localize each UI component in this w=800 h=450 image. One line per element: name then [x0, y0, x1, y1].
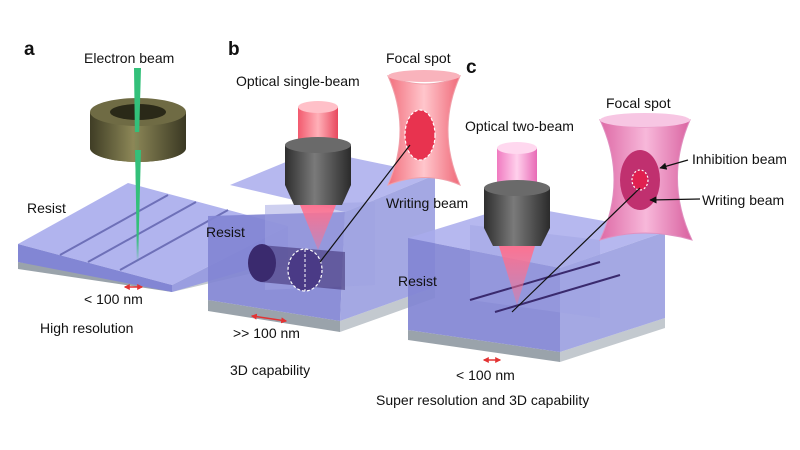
writing-pointer	[649, 196, 701, 204]
dimension-arrow-b	[250, 313, 288, 324]
resist-label-a: Resist	[27, 200, 66, 216]
focal-spot-b	[387, 70, 462, 186]
focal-spot-label-c: Focal spot	[606, 95, 671, 111]
resist-label-b: Resist	[206, 224, 245, 240]
trench-a-1	[59, 194, 169, 256]
focal-spot-label-b: Focal spot	[386, 50, 451, 66]
optical-two-beam-label: Optical two-beam	[465, 118, 574, 134]
trench-c-1	[469, 261, 601, 301]
panel-a-letter: a	[24, 39, 35, 60]
inhibition-pointer	[659, 159, 689, 170]
optical-lens-c	[484, 142, 550, 305]
writing-beam-label-b: Writing beam	[386, 195, 469, 211]
focal-spot-c	[599, 113, 693, 241]
electron-lens-front	[90, 118, 186, 162]
substrate-c-right	[560, 318, 665, 362]
pointer-b	[319, 144, 411, 263]
panel-b	[208, 70, 462, 332]
dimension-label-b: >> 100 nm	[233, 325, 300, 341]
resist-block-c-side	[560, 232, 665, 352]
panel-c-letter: c	[466, 57, 477, 78]
electron-beam-lower	[135, 150, 141, 262]
writing-beam-label-c: Writing beam	[702, 192, 785, 208]
caption-b: 3D capability	[230, 362, 311, 378]
panel-b-letter: b	[228, 39, 240, 60]
trench-a-2	[87, 201, 197, 263]
pointer-c	[511, 187, 641, 313]
caption-a: High resolution	[40, 320, 134, 336]
panel-c	[408, 113, 701, 363]
optical-lens-b	[285, 101, 351, 250]
dimension-label-a: < 100 nm	[84, 291, 143, 307]
resist-block-a-front	[18, 244, 172, 292]
resist-label-c: Resist	[398, 273, 437, 289]
electron-beam-label: Electron beam	[84, 50, 175, 66]
optical-single-beam-label: Optical single-beam	[236, 73, 360, 89]
trench-c-2	[494, 274, 621, 313]
caption-c: Super resolution and 3D capability	[376, 392, 590, 408]
inhibition-beam-label: Inhibition beam	[692, 151, 787, 167]
dimension-label-c: < 100 nm	[456, 367, 515, 383]
substrate-c	[408, 330, 560, 362]
